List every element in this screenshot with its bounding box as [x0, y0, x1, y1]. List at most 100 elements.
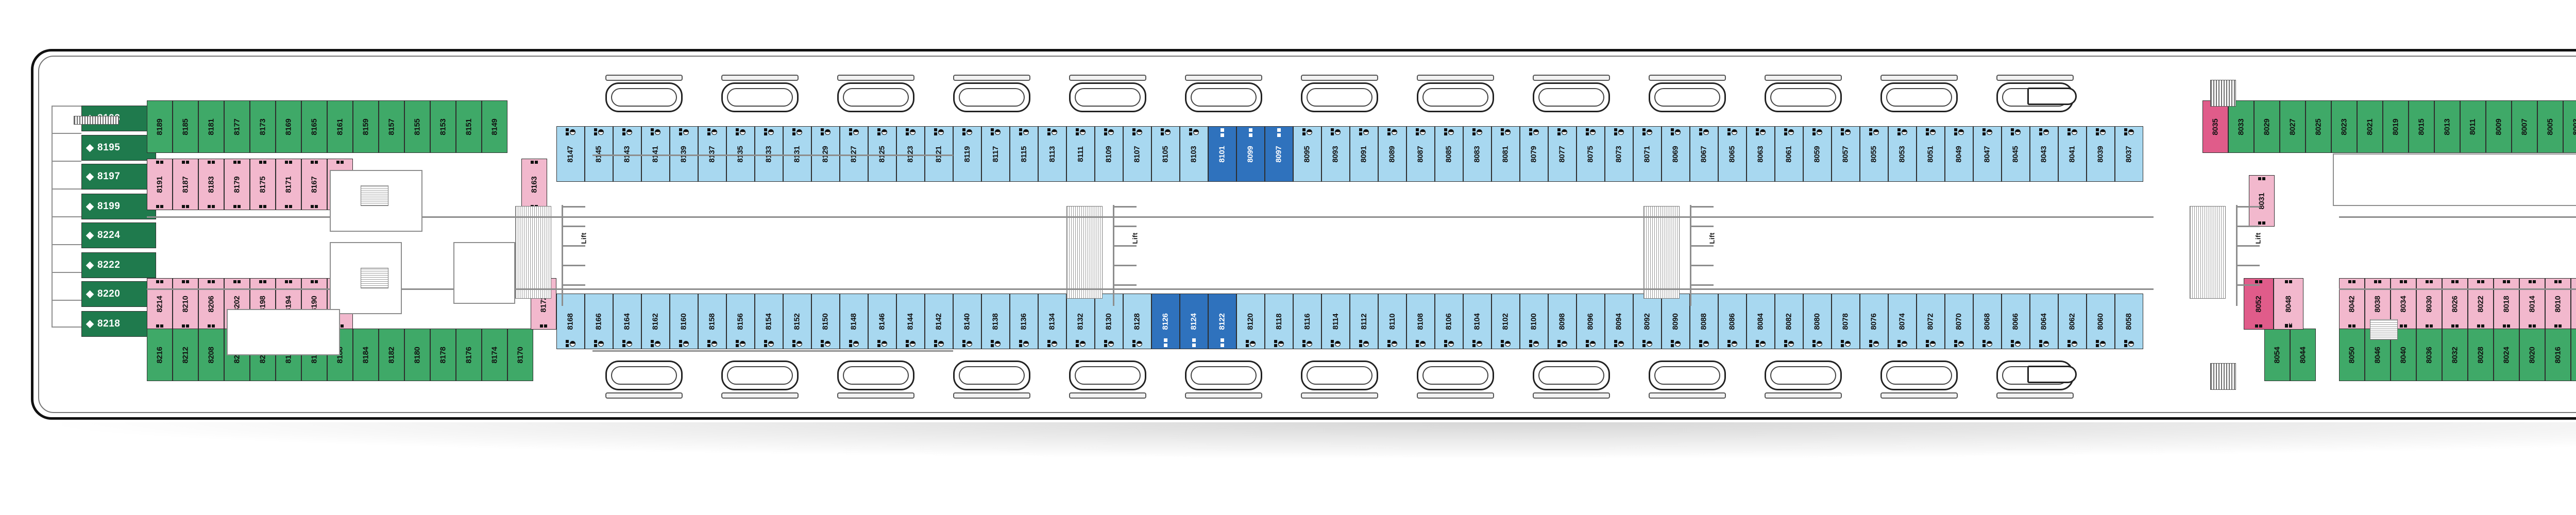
cabin-8041[interactable]: 8041: [2058, 126, 2087, 182]
cabin-8014[interactable]: 8014: [2519, 278, 2545, 330]
cabin-8134[interactable]: 8134: [1038, 294, 1066, 349]
cabin-8012[interactable]: 8012: [2571, 329, 2576, 381]
cabin-8106[interactable]: 8106: [1435, 294, 1463, 349]
cabin-8140[interactable]: 8140: [953, 294, 981, 349]
cabin-8127[interactable]: 8127: [840, 126, 868, 182]
cabin-8110[interactable]: 8110: [1378, 294, 1406, 349]
cabin-8084[interactable]: 8084: [1747, 294, 1775, 349]
cabin-8118[interactable]: 8118: [1265, 294, 1293, 349]
cabin-8051[interactable]: 8051: [1917, 126, 1945, 182]
cabin-8061[interactable]: 8061: [1775, 126, 1803, 182]
cabin-8185[interactable]: 8185: [173, 100, 198, 153]
cabin-8078[interactable]: 8078: [1832, 294, 1860, 349]
cabin-8145[interactable]: 8145: [585, 126, 613, 182]
cabin-8220[interactable]: 8220: [81, 281, 156, 307]
cabin-8068[interactable]: 8068: [1973, 294, 2002, 349]
cabin-8166[interactable]: 8166: [585, 294, 613, 349]
cabin-8022[interactable]: 8022: [2468, 278, 2494, 330]
cabin-8124[interactable]: 8124: [1180, 294, 1208, 349]
cabin-8085[interactable]: 8085: [1435, 126, 1463, 182]
cabin-8122[interactable]: 8122: [1208, 294, 1236, 349]
cabin-8071[interactable]: 8071: [1633, 126, 1662, 182]
cabin-8053[interactable]: 8053: [1888, 126, 1917, 182]
cabin-8045[interactable]: 8045: [2002, 126, 2030, 182]
cabin-8158[interactable]: 8158: [698, 294, 726, 349]
cabin-8018[interactable]: 8018: [2494, 278, 2519, 330]
cabin-8181[interactable]: 8181: [198, 100, 224, 153]
cabin-8167[interactable]: 8167: [301, 159, 327, 210]
cabin-8103[interactable]: 8103: [1180, 126, 1208, 182]
cabin-8011[interactable]: 8011: [2460, 100, 2486, 153]
cabin-8179[interactable]: 8179: [224, 159, 250, 210]
cabin-8176[interactable]: 8176: [456, 329, 482, 381]
cabin-8044[interactable]: 8044: [2290, 329, 2316, 381]
cabin-8114[interactable]: 8114: [1321, 294, 1350, 349]
cabin-8072[interactable]: 8072: [1917, 294, 1945, 349]
cabin-8210[interactable]: 8210: [173, 278, 198, 330]
cabin-8089[interactable]: 8089: [1378, 126, 1406, 182]
cabin-8113[interactable]: 8113: [1038, 126, 1066, 182]
cabin-8214[interactable]: 8214: [147, 278, 173, 330]
cabin-8218[interactable]: 8218: [81, 311, 156, 337]
cabin-8157[interactable]: 8157: [379, 100, 404, 153]
cabin-8098[interactable]: 8098: [1548, 294, 1577, 349]
cabin-8150[interactable]: 8150: [811, 294, 840, 349]
cabin-8029[interactable]: 8029: [2254, 100, 2280, 153]
cabin-8026[interactable]: 8026: [2442, 278, 2468, 330]
cabin-8042[interactable]: 8042: [2339, 278, 2365, 330]
cabin-8003[interactable]: 8003: [2563, 100, 2576, 153]
cabin-8073[interactable]: 8073: [1605, 126, 1633, 182]
cabin-8163[interactable]: 8163: [521, 159, 547, 210]
cabin-8184[interactable]: 8184: [353, 329, 379, 381]
cabin-8107[interactable]: 8107: [1123, 126, 1151, 182]
cabin-8131[interactable]: 8131: [783, 126, 811, 182]
cabin-8208[interactable]: 8208: [198, 329, 224, 381]
cabin-8010[interactable]: 8010: [2545, 278, 2571, 330]
cabin-8161[interactable]: 8161: [327, 100, 353, 153]
cabin-8170[interactable]: 8170: [507, 329, 533, 381]
cabin-8016[interactable]: 8016: [2545, 329, 2571, 381]
cabin-8173[interactable]: 8173: [250, 100, 276, 153]
cabin-8115[interactable]: 8115: [1010, 126, 1038, 182]
cabin-8069[interactable]: 8069: [1662, 126, 1690, 182]
cabin-8116[interactable]: 8116: [1293, 294, 1321, 349]
cabin-8059[interactable]: 8059: [1803, 126, 1832, 182]
cabin-8066[interactable]: 8066: [2002, 294, 2030, 349]
cabin-8052[interactable]: 8052: [2244, 278, 2274, 330]
cabin-8015[interactable]: 8015: [2409, 100, 2434, 153]
cabin-8081[interactable]: 8081: [1492, 126, 1520, 182]
cabin-8135[interactable]: 8135: [726, 126, 755, 182]
cabin-8105[interactable]: 8105: [1151, 126, 1180, 182]
cabin-8091[interactable]: 8091: [1350, 126, 1378, 182]
cabin-8074[interactable]: 8074: [1888, 294, 1917, 349]
cabin-8177[interactable]: 8177: [224, 100, 250, 153]
cabin-8136[interactable]: 8136: [1010, 294, 1038, 349]
cabin-8054[interactable]: 8054: [2264, 329, 2290, 381]
cabin-8086[interactable]: 8086: [1718, 294, 1747, 349]
cabin-8130[interactable]: 8130: [1095, 294, 1123, 349]
cabin-8154[interactable]: 8154: [755, 294, 783, 349]
cabin-8080[interactable]: 8080: [1803, 294, 1832, 349]
cabin-8067[interactable]: 8067: [1690, 126, 1718, 182]
cabin-8164[interactable]: 8164: [613, 294, 641, 349]
cabin-8142[interactable]: 8142: [925, 294, 953, 349]
cabin-8075[interactable]: 8075: [1577, 126, 1605, 182]
cabin-8076[interactable]: 8076: [1860, 294, 1888, 349]
cabin-8108[interactable]: 8108: [1406, 294, 1435, 349]
cabin-8159[interactable]: 8159: [353, 100, 379, 153]
cabin-8031[interactable]: 8031: [2249, 175, 2275, 227]
cabin-8117[interactable]: 8117: [981, 126, 1010, 182]
cabin-8063[interactable]: 8063: [1747, 126, 1775, 182]
cabin-8156[interactable]: 8156: [726, 294, 755, 349]
cabin-8043[interactable]: 8043: [2030, 126, 2058, 182]
cabin-8079[interactable]: 8079: [1520, 126, 1548, 182]
cabin-8035[interactable]: 8035: [2202, 100, 2228, 153]
cabin-8137[interactable]: 8137: [698, 126, 726, 182]
cabin-8168[interactable]: 8168: [556, 294, 585, 349]
cabin-8050[interactable]: 8050: [2339, 329, 2365, 381]
cabin-8216[interactable]: 8216: [147, 329, 173, 381]
cabin-8083[interactable]: 8083: [1463, 126, 1492, 182]
cabin-8062[interactable]: 8062: [2058, 294, 2087, 349]
cabin-8187[interactable]: 8187: [173, 159, 198, 210]
cabin-8141[interactable]: 8141: [641, 126, 670, 182]
